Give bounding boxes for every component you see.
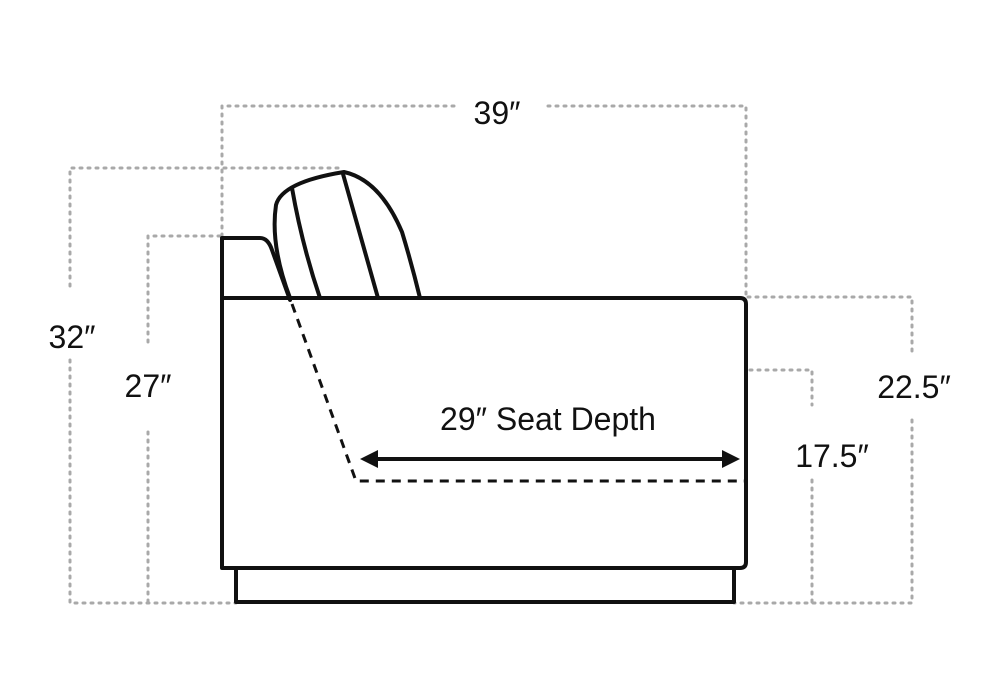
sofa-base <box>234 566 736 604</box>
label-seat-back-height: 22.5″ <box>877 369 951 405</box>
sofa-arm <box>220 236 292 302</box>
seat-depth-hidden-line <box>290 303 748 483</box>
guide-seat-height <box>748 368 814 605</box>
back-cushion-seam-1 <box>290 186 322 300</box>
back-cushion <box>272 170 422 300</box>
dimension-guides <box>68 104 914 605</box>
seat-depth-arrow <box>360 450 740 468</box>
back-cushion-seam-2 <box>341 172 380 300</box>
sofa-outline <box>220 170 748 604</box>
sofa-body <box>220 296 748 570</box>
guide-overall-depth <box>220 104 748 298</box>
arrow-head-left <box>360 450 378 468</box>
arrow-head-right <box>722 450 740 468</box>
label-overall-depth: 39″ <box>474 95 521 131</box>
guide-arm-height <box>146 234 222 605</box>
guide-overall-height <box>68 166 340 605</box>
label-overall-height: 32″ <box>49 319 96 355</box>
label-seat-depth: 29″ Seat Depth <box>440 401 656 437</box>
label-arm-height: 27″ <box>125 368 172 404</box>
label-seat-height: 17.5″ <box>795 438 869 474</box>
guide-seat-back-height <box>732 295 914 605</box>
